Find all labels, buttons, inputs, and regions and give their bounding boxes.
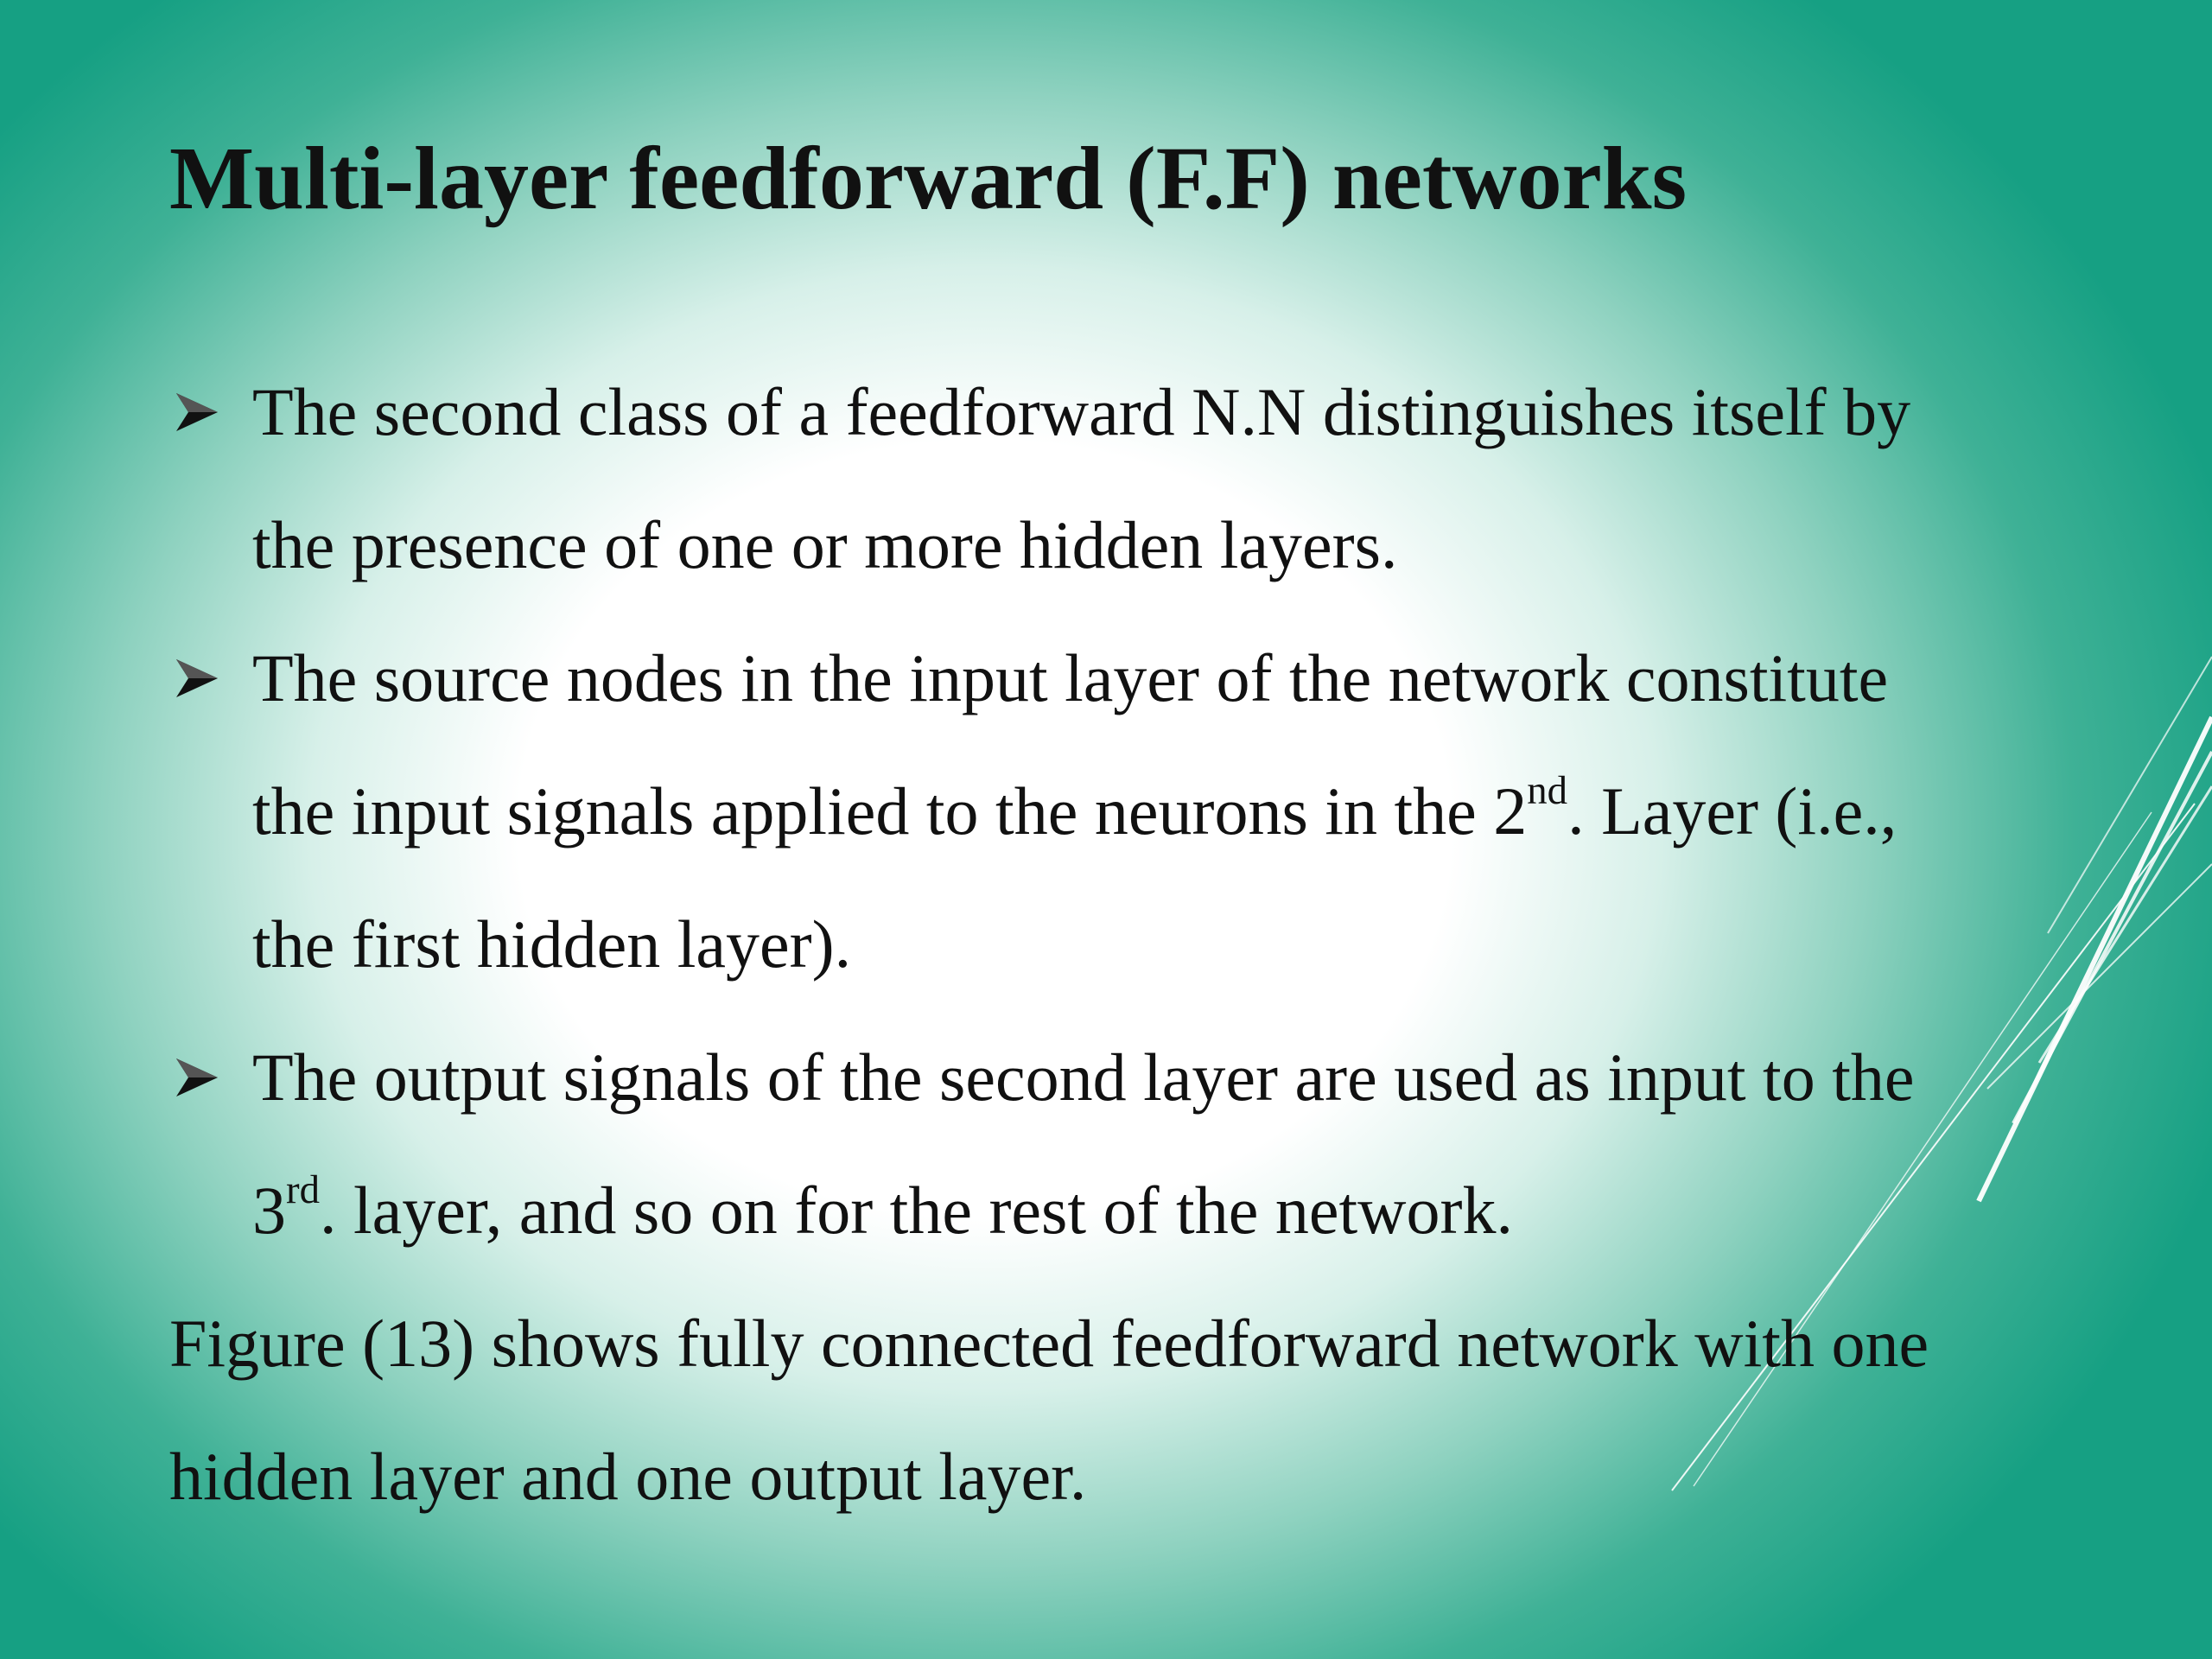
bullet-item-2: The source nodes in the input layer of t… xyxy=(169,612,2122,1011)
bullet-1-line-1: The second class of a feedforward N.N di… xyxy=(252,374,1911,449)
bullet-3-line-2: 3rd. layer, and so on for the rest of th… xyxy=(252,1144,2122,1277)
bullet-2-line-2-text: the input signals applied to the neurons… xyxy=(252,773,1528,849)
slide-content: The second class of a feedforward N.N di… xyxy=(169,346,2122,1543)
arrowhead-bullet-icon xyxy=(175,612,226,745)
bullet-2-line-2-rest: . Layer (i.e., xyxy=(1567,773,1897,849)
figure-paragraph: Figure (13) shows fully connected feedfo… xyxy=(169,1277,2122,1543)
bullet-2-line-2: the input signals applied to the neurons… xyxy=(252,745,2122,878)
ordinal-superscript: rd xyxy=(286,1166,320,1212)
arrowhead-bullet-icon xyxy=(175,1011,226,1144)
slide-title: Multi-layer feedforward (F.F) networks xyxy=(169,129,1688,228)
arrowhead-bullet-icon xyxy=(175,346,226,479)
bullet-2-line-1: The source nodes in the input layer of t… xyxy=(252,640,1889,715)
paragraph-line-2: hidden layer and one output layer. xyxy=(169,1439,1087,1514)
bullet-1-line-2: the presence of one or more hidden layer… xyxy=(252,507,1398,582)
paragraph-line-1: Figure (13) shows fully connected feedfo… xyxy=(169,1306,1929,1381)
bullet-item-1: The second class of a feedforward N.N di… xyxy=(169,346,2122,612)
ordinal-superscript: nd xyxy=(1527,767,1568,813)
bullet-3-line-2-rest: . layer, and so on for the rest of the n… xyxy=(319,1173,1513,1248)
bullet-3-line-2-text: 3 xyxy=(252,1173,286,1248)
bullet-2-line-3: the first hidden layer). xyxy=(252,906,852,982)
bullet-item-3: The output signals of the second layer a… xyxy=(169,1011,2122,1277)
bullet-3-line-1: The output signals of the second layer a… xyxy=(252,1039,1915,1115)
